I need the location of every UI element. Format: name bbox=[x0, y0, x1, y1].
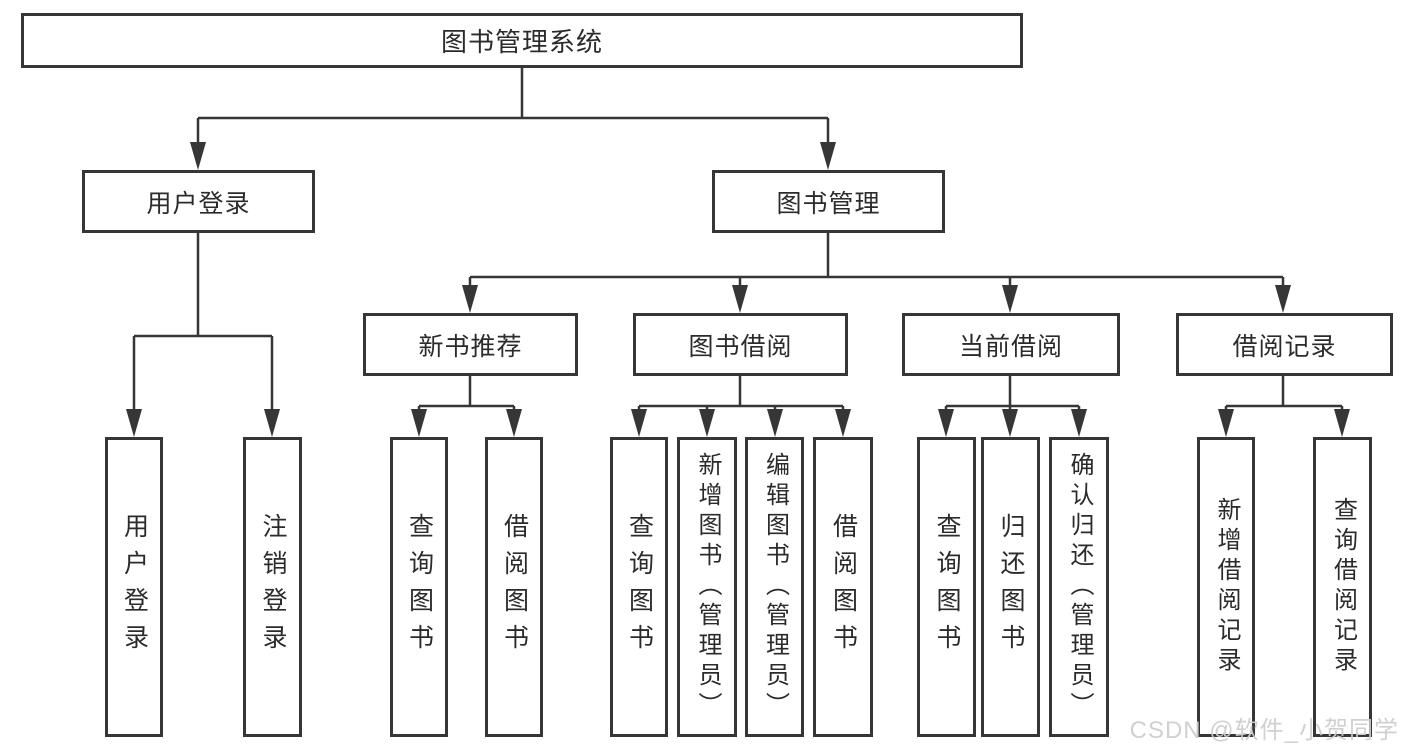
leaf-query-books-current: 查询图书 bbox=[917, 437, 976, 737]
arrowhead bbox=[938, 409, 954, 437]
leaf-label: 注销登录 bbox=[259, 513, 287, 661]
leaf-logout: 注销登录 bbox=[243, 437, 302, 737]
arrowheads bbox=[126, 142, 1350, 437]
leaf-label: 新增借阅记录 bbox=[1213, 497, 1240, 677]
leaf-label: 查询图书 bbox=[933, 513, 961, 661]
arrowhead bbox=[767, 409, 783, 437]
leaf-label: 借阅图书 bbox=[829, 513, 858, 661]
node-book-borrowing: 图书借阅 bbox=[633, 313, 848, 376]
leaf-label: 查询图书 bbox=[405, 513, 434, 661]
arrowhead bbox=[835, 409, 851, 437]
node-user-login: 用户登录 bbox=[82, 170, 315, 233]
node-label: 图书管理系统 bbox=[440, 27, 603, 57]
arrowhead bbox=[1218, 409, 1234, 437]
leaf-label: 用户登录 bbox=[120, 513, 149, 661]
leaf-label: 查询图书 bbox=[625, 513, 654, 661]
leaf-add-book-admin: 新增图书（管理员） bbox=[677, 437, 737, 737]
arrowhead bbox=[1002, 409, 1018, 437]
arrowhead bbox=[699, 409, 715, 437]
leaf-edit-book-admin: 编辑图书（管理员） bbox=[745, 437, 804, 737]
arrowhead bbox=[1334, 409, 1350, 437]
leaf-label: 新增图书（管理员） bbox=[694, 452, 721, 722]
leaf-query-borrow-record: 查询借阅记录 bbox=[1313, 437, 1372, 737]
node-current-borrowing: 当前借阅 bbox=[902, 313, 1120, 376]
arrowhead bbox=[1002, 285, 1018, 313]
leaf-add-borrow-record: 新增借阅记录 bbox=[1197, 437, 1255, 737]
node-label: 用户登录 bbox=[146, 189, 251, 218]
arrowhead bbox=[126, 409, 142, 437]
node-library-system: 图书管理系统 bbox=[21, 13, 1023, 68]
arrowhead bbox=[732, 285, 748, 313]
node-label: 图书管理 bbox=[776, 189, 881, 218]
leaf-confirm-return-admin: 确认归还（管理员） bbox=[1049, 437, 1109, 737]
leaf-query-books-borrowing: 查询图书 bbox=[610, 437, 668, 737]
arrowhead bbox=[1275, 285, 1291, 313]
leaf-return-books: 归还图书 bbox=[981, 437, 1040, 737]
arrowhead bbox=[190, 142, 206, 170]
arrowhead bbox=[264, 409, 280, 437]
leaf-label: 借阅图书 bbox=[500, 513, 529, 661]
leaf-query-books-recommend: 查询图书 bbox=[390, 437, 448, 737]
node-book-management: 图书管理 bbox=[712, 170, 945, 233]
leaf-borrow-books-recommend: 借阅图书 bbox=[485, 437, 543, 737]
node-label: 当前借阅 bbox=[958, 332, 1063, 361]
leaf-borrow-books-borrowing: 借阅图书 bbox=[813, 437, 873, 737]
arrowhead bbox=[462, 285, 478, 313]
leaf-label: 归还图书 bbox=[997, 513, 1025, 661]
watermark: CSDN @软件_小贺同学 bbox=[1129, 717, 1399, 744]
connector-lines bbox=[132, 68, 1344, 413]
arrowhead bbox=[411, 409, 427, 437]
leaf-user-login: 用户登录 bbox=[105, 437, 163, 737]
arrowhead bbox=[631, 409, 647, 437]
arrowhead bbox=[506, 409, 522, 437]
arrowhead bbox=[1071, 409, 1087, 437]
leaf-label: 查询借阅记录 bbox=[1329, 497, 1357, 677]
node-borrowing-records: 借阅记录 bbox=[1176, 313, 1393, 376]
node-label: 借阅记录 bbox=[1232, 332, 1337, 361]
node-label: 新书推荐 bbox=[418, 332, 523, 361]
leaf-label: 确认归还（管理员） bbox=[1066, 452, 1093, 722]
node-new-book-recommend: 新书推荐 bbox=[363, 313, 578, 376]
leaf-label: 编辑图书（管理员） bbox=[761, 452, 789, 722]
node-label: 图书借阅 bbox=[688, 332, 793, 361]
arrowhead bbox=[820, 142, 836, 170]
